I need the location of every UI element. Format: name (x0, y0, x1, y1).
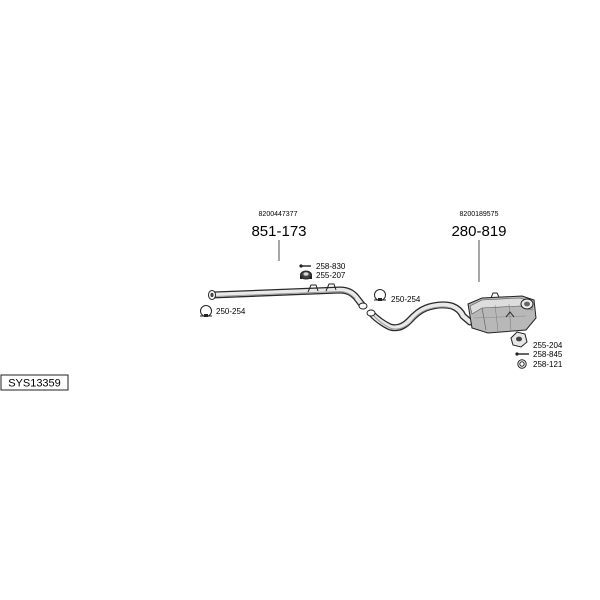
front-pipe-part-number: 851-173 (251, 223, 306, 240)
mid-clamp: 250-254 (374, 289, 421, 304)
rear-bolt: 258-845 (515, 350, 563, 359)
rear-mount: 255-204 (510, 331, 563, 350)
mid-clamp-label: 250-254 (391, 295, 421, 304)
front-bolt: 258-830 (299, 262, 346, 271)
front-pipe-oem-number: 8200447377 (259, 211, 298, 218)
front-mount: 255-207 (300, 270, 346, 280)
front-pipe-assembly: 8200447377 851-173 250-254 258-830 (200, 211, 368, 317)
front-bolt-label: 258-830 (316, 262, 346, 271)
rear-silencer-part-number: 280-819 (451, 223, 506, 240)
front-clamp-label: 250-254 (216, 307, 246, 316)
front-pipe (208, 283, 368, 310)
rear-ring: 258-121 (517, 359, 563, 369)
rear-bolt-label: 258-845 (533, 350, 563, 359)
front-mount-label: 255-207 (316, 271, 346, 280)
rear-silencer-assembly: 8200189575 280-819 255-204 (366, 211, 563, 369)
front-clamp: 250-254 (200, 305, 246, 317)
rear-pipe (366, 301, 474, 332)
rear-mount-label: 255-204 (533, 341, 563, 350)
rear-ring-label: 258-121 (533, 360, 563, 369)
rear-silencer-oem-number: 8200189575 (460, 211, 499, 218)
rear-silencer-box (467, 292, 537, 334)
system-code: SYS13359 (8, 378, 61, 390)
system-code-box: SYS13359 (0, 374, 69, 391)
